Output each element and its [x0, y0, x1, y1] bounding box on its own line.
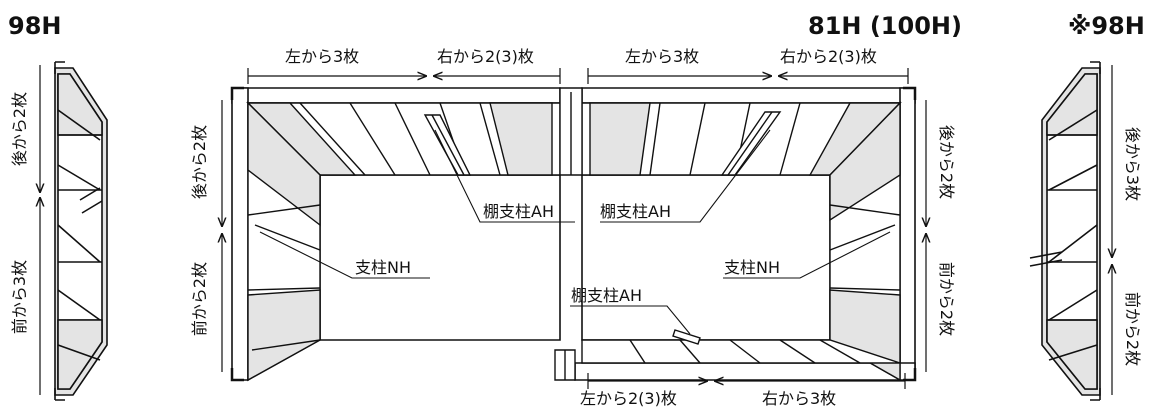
- label-right-rear: 後から2枚: [937, 124, 956, 200]
- center-arrows: [222, 68, 926, 389]
- label-post-right: 支柱NH: [724, 258, 781, 277]
- heading-81h: 81H (100H): [808, 12, 962, 40]
- label-side98-front: 前から3枚: [10, 259, 29, 335]
- corner-brackets: [230, 86, 917, 382]
- top-left-shelf-area: [246, 101, 561, 382]
- label-top-left-from-left: 左から3枚: [285, 47, 360, 66]
- label-shelf-post-1: 棚支柱AH: [483, 202, 554, 221]
- label-left-front: 前から2枚: [190, 261, 209, 337]
- side-panel-98h-left: [54, 61, 108, 401]
- label-shelf-post-2: 棚支柱AH: [600, 202, 671, 221]
- label-side98-rear: 後から2枚: [10, 91, 29, 167]
- label-post-left: 支柱NH: [355, 258, 412, 277]
- label-top-left-from-right: 右から2(3)枚: [437, 47, 534, 66]
- leader-lines: [259, 129, 891, 335]
- label-bottom-from-left: 左から2(3)枚: [580, 389, 677, 408]
- heading-98h-right: ※98H: [1068, 12, 1145, 40]
- heading-98h-left: 98H: [8, 12, 62, 40]
- label-top-right-from-right: 右から2(3)枚: [780, 47, 877, 66]
- label-side98b-front: 前から2枚: [1123, 291, 1142, 367]
- label-left-rear: 後から2枚: [190, 124, 209, 200]
- label-side98b-rear: 後から3枚: [1123, 126, 1142, 202]
- side-panel-98h-right: [1029, 61, 1101, 401]
- label-bottom-from-right: 右から3枚: [762, 389, 837, 408]
- label-shelf-post-3: 棚支柱AH: [571, 286, 642, 305]
- label-right-front: 前から2枚: [937, 261, 956, 337]
- bottom-shelf-area: [554, 87, 901, 381]
- label-top-right-from-left: 左から3枚: [625, 47, 700, 66]
- top-right-shelf-area: [581, 101, 902, 382]
